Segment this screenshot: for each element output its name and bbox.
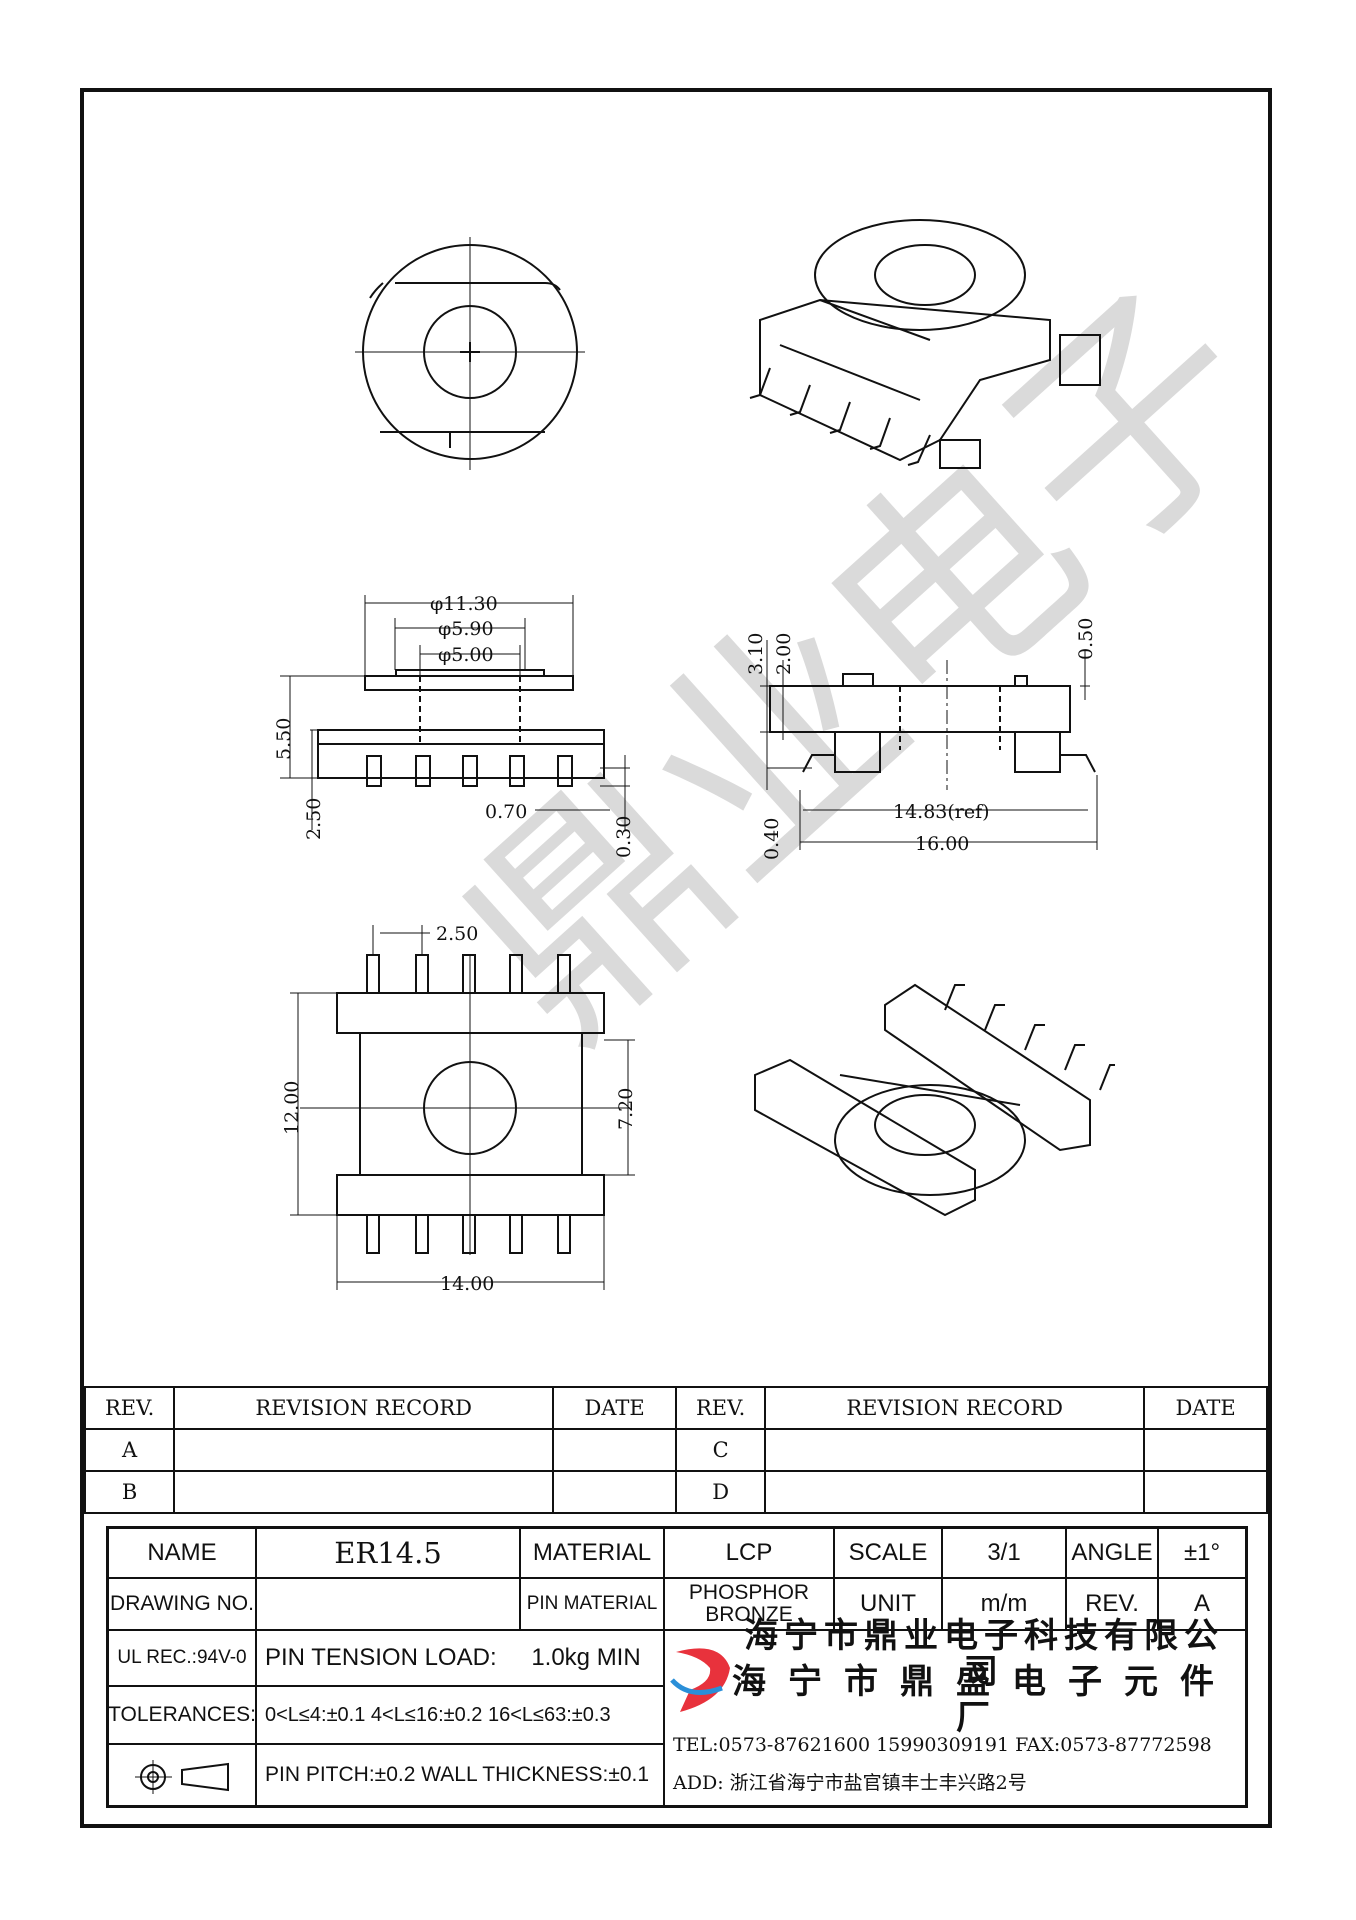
pins-bottom <box>366 1214 571 1254</box>
iso-view-2 <box>754 983 1115 1217</box>
dimension-labels: φ11.30 φ5.90 φ5.00 5.50 2.50 0.70 0.30 3… <box>273 593 1097 1295</box>
pin-material-label: PIN MATERIAL <box>526 1593 658 1615</box>
material-label: MATERIAL <box>532 1539 652 1567</box>
name-value: ER14.5 <box>334 1535 442 1570</box>
rev-value: A <box>1193 1590 1210 1618</box>
date-header-2: DATE <box>1143 1386 1268 1430</box>
iso-pins-2 <box>944 984 1115 1091</box>
dim-width-720: 7.20 <box>615 1088 637 1130</box>
tolerances-label: TOLERANCES: <box>108 1702 256 1726</box>
ul-label: UL REC.:94V-0 <box>117 1647 247 1669</box>
revision-record-header: REVISION RECORD <box>173 1386 555 1430</box>
top-view <box>355 237 585 470</box>
revision-record-header-2: REVISION RECORD <box>764 1386 1146 1430</box>
unit-value: m/m <box>980 1590 1028 1618</box>
dim-width-12: 12.00 <box>281 1081 303 1135</box>
dim-side-310: 3.10 <box>745 633 767 675</box>
watermark: 鼎业电子 <box>415 240 1316 1090</box>
dim-side-040: 0.40 <box>761 818 783 860</box>
angle-value: ±1° <box>1183 1539 1221 1567</box>
side-view <box>760 640 1098 850</box>
dim-span: 16.00 <box>915 833 969 855</box>
drawing-no-value <box>257 1579 519 1629</box>
dim-d-inner: φ5.00 <box>438 644 494 666</box>
angle-label: ANGLE <box>1071 1539 1153 1567</box>
tel-line: TEL:0573-87621600 15990309191 FAX:0573-8… <box>673 1734 1212 1757</box>
unit-label: UNIT <box>860 1590 916 1618</box>
rev-a: A <box>83 1428 176 1472</box>
company-name-2: 海宁市鼎盛电子元件厂 <box>732 1662 1236 1738</box>
drawing-frame <box>80 88 1272 1828</box>
pin-tension-value: 1.0kg MIN <box>531 1644 641 1672</box>
rev-c: C <box>674 1428 767 1472</box>
drawing-no-label: DRAWING NO. <box>110 1591 254 1615</box>
pin-material-value: PHOSPHOR BRONZE <box>688 1580 810 1626</box>
dim-d-mid: φ5.90 <box>438 618 494 640</box>
projection-symbol <box>135 1760 229 1794</box>
dim-side-050: 0.50 <box>1075 618 1097 660</box>
rev-label: REV. <box>1085 1590 1139 1618</box>
dim-d-outer: φ11.30 <box>430 593 498 615</box>
scale-label: SCALE <box>848 1539 928 1567</box>
material-value: LCP <box>725 1539 773 1567</box>
pitch-text: PIN PITCH:±0.2 WALL THICKNESS:±0.1 <box>265 1762 650 1786</box>
date-header: DATE <box>552 1386 677 1430</box>
dim-length: 14.00 <box>440 1273 494 1295</box>
address-line: ADD: 浙江省海宁市盐官镇丰士丰兴路2号 <box>673 1772 1027 1795</box>
rev-b: B <box>83 1470 176 1514</box>
dim-pitch: 2.50 <box>436 923 478 945</box>
front-view <box>280 595 630 830</box>
title-block: NAME ER14.5 MATERIAL LCP SCALE 3/1 ANGLE… <box>106 1526 1248 1808</box>
company-logo <box>670 1648 730 1712</box>
rev-d: D <box>674 1470 767 1514</box>
dim-h-pin: 2.50 <box>303 798 325 840</box>
dim-h-total: 5.50 <box>273 718 295 760</box>
iso-view-1 <box>749 219 1101 469</box>
rev-header-2: REV. <box>674 1386 767 1430</box>
tolerances-value: 0<L≤4:±0.1 4<L≤16:±0.2 16<L≤63:±0.3 <box>265 1703 611 1726</box>
scale-value: 3/1 <box>987 1539 1021 1567</box>
dim-pin-w: 0.70 <box>485 801 527 823</box>
name-label: NAME <box>147 1539 217 1567</box>
iso-pins-1 <box>749 367 931 466</box>
rev-header: REV. <box>83 1386 176 1430</box>
pin-tension-label: PIN TENSION LOAD: <box>265 1644 497 1672</box>
dim-span-ref: 14.83(ref) <box>893 801 990 823</box>
bottom-view <box>290 925 635 1290</box>
revision-table: REV. REVISION RECORD DATE REV. REVISION … <box>83 1386 1268 1514</box>
dim-pin-t: 0.30 <box>613 816 635 858</box>
dim-side-200: 2.00 <box>773 633 795 675</box>
